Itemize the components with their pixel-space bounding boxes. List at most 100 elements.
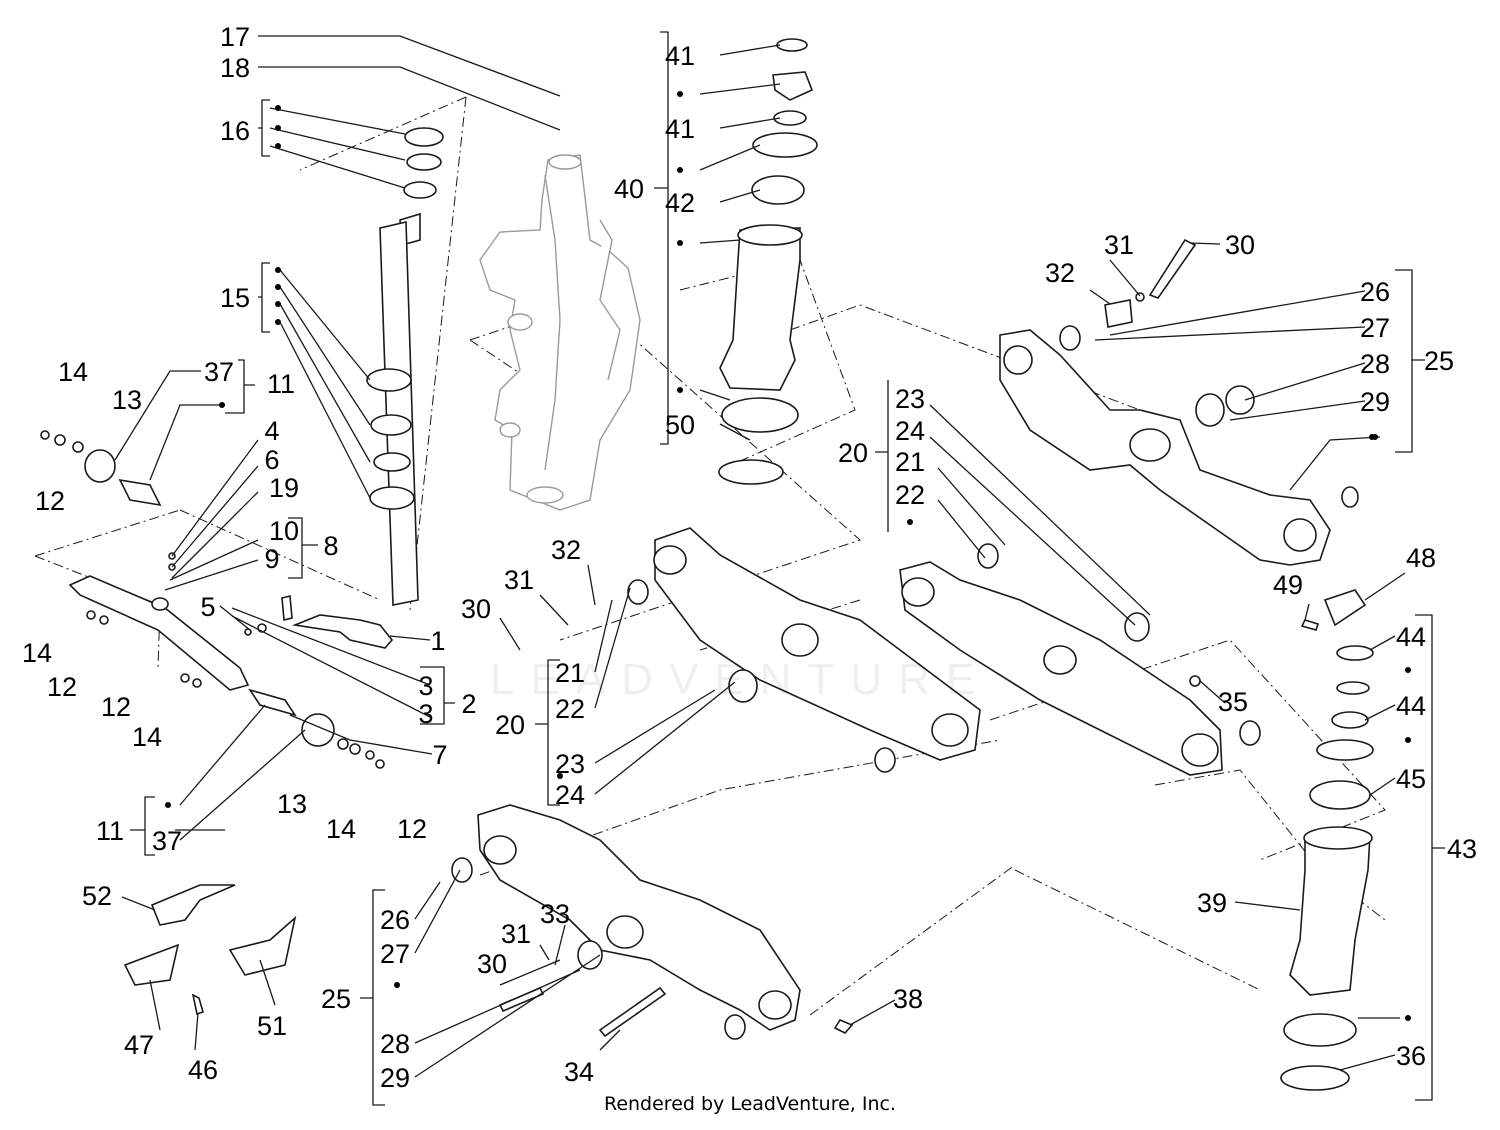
callout-8: 8 [323, 531, 338, 561]
callout-17: 17 [220, 22, 250, 52]
callout-30: 30 [461, 594, 491, 624]
watermark: LEADVENTURE [490, 655, 992, 704]
callout-34: 34 [564, 1057, 594, 1087]
footer-credit: Rendered by LeadVenture, Inc. [603, 1093, 897, 1115]
callout-29: 29 [380, 1063, 410, 1093]
callout-11: 11 [267, 369, 295, 399]
callout-44: 44 [1396, 691, 1426, 721]
callout-35: 35 [1218, 687, 1248, 717]
bullet-dot [1405, 1015, 1411, 1021]
callout-45: 45 [1396, 764, 1426, 794]
callout-24: 24 [555, 780, 585, 810]
callout-36: 36 [1396, 1041, 1426, 1071]
callout-27: 27 [380, 939, 410, 969]
bullet-dot [1405, 737, 1411, 743]
callout-32: 32 [551, 535, 581, 565]
callout-20: 20 [838, 438, 868, 468]
callout-41: 41 [665, 41, 695, 71]
callout-10: 10 [269, 516, 299, 546]
callout-26: 26 [1360, 277, 1390, 307]
callout-43: 43 [1447, 834, 1477, 864]
callout-40: 40 [614, 174, 644, 204]
bullet-dot [275, 125, 281, 131]
callout-33: 33 [540, 899, 570, 929]
lower-pivot-tube-assembly [1280, 589, 1374, 1091]
callout-50: 50 [665, 410, 695, 440]
callout-12: 12 [35, 486, 65, 516]
callout-30: 30 [477, 949, 507, 979]
callout-51: 51 [257, 1011, 287, 1041]
callout-13: 13 [277, 789, 307, 819]
callout-39: 39 [1197, 888, 1227, 918]
callout-12: 12 [397, 814, 427, 844]
callout-14: 14 [326, 814, 356, 844]
middle-axle-beam-right [899, 543, 1261, 776]
callout-25: 25 [321, 984, 351, 1014]
callout-7: 7 [432, 740, 447, 770]
group-brackets [130, 31, 1445, 1106]
callout-38: 38 [893, 984, 923, 1014]
callout-11: 11 [96, 816, 124, 846]
callout-26: 26 [380, 905, 410, 935]
callout-23: 23 [895, 384, 925, 414]
callout-47: 47 [124, 1030, 154, 1060]
callout-22: 22 [895, 480, 925, 510]
callout-22: 22 [555, 694, 585, 724]
callout-37: 37 [204, 357, 234, 387]
upper-right-swing-arm [999, 238, 1359, 566]
bullet-dot [275, 319, 281, 325]
callout-14: 14 [132, 722, 162, 752]
callout-6: 6 [264, 445, 279, 475]
leader-lines [114, 35, 1406, 1078]
callout-1: 1 [430, 626, 445, 656]
callout-14: 14 [58, 357, 88, 387]
callout-30: 30 [1225, 230, 1255, 260]
bullet-dot [165, 802, 171, 808]
bullet-dot [1405, 667, 1411, 673]
bullet-dot [275, 284, 281, 290]
callout-5: 5 [200, 592, 215, 622]
callout-31: 31 [504, 565, 534, 595]
callout-20: 20 [495, 710, 525, 740]
upper-pivot-tube-assembly [718, 38, 818, 485]
lower-swing-arm [451, 804, 854, 1040]
callout-3: 3 [418, 699, 433, 729]
steering-column-assembly [281, 127, 444, 649]
callout-44: 44 [1396, 622, 1426, 652]
callout-42: 42 [665, 188, 695, 218]
bullet-dot [677, 167, 683, 173]
callout-49: 49 [1273, 570, 1303, 600]
callout-24: 24 [895, 416, 925, 446]
callout-48: 48 [1406, 543, 1436, 573]
bullet-dot [219, 402, 225, 408]
bullet-dot [275, 105, 281, 111]
callout-12: 12 [47, 672, 77, 702]
callout-15: 15 [220, 283, 250, 313]
bullet-dot [557, 773, 563, 779]
bracket-parts [123, 884, 297, 1016]
callout-18: 18 [220, 53, 250, 83]
callout-9: 9 [264, 544, 279, 574]
tie-rod-assembly [40, 430, 385, 769]
callout-13: 13 [112, 385, 142, 415]
bullet-dot [394, 982, 400, 988]
callout-32: 32 [1045, 258, 1075, 288]
callout-16: 16 [220, 116, 250, 146]
bullet-dot [275, 143, 281, 149]
bullet-dot [275, 301, 281, 307]
bullet-dot [677, 387, 683, 393]
callout-12: 12 [101, 692, 131, 722]
bullet-dot [1372, 434, 1378, 440]
frame-assembly [479, 154, 641, 511]
callout-28: 28 [380, 1029, 410, 1059]
callout-14: 14 [22, 638, 52, 668]
callout-37: 37 [152, 826, 182, 856]
callout-25: 25 [1424, 346, 1454, 376]
callout-4: 4 [264, 416, 279, 446]
callout-21: 21 [555, 658, 585, 688]
callout-2: 2 [461, 689, 476, 719]
bullet-dot [907, 519, 913, 525]
callout-19: 19 [269, 473, 299, 503]
